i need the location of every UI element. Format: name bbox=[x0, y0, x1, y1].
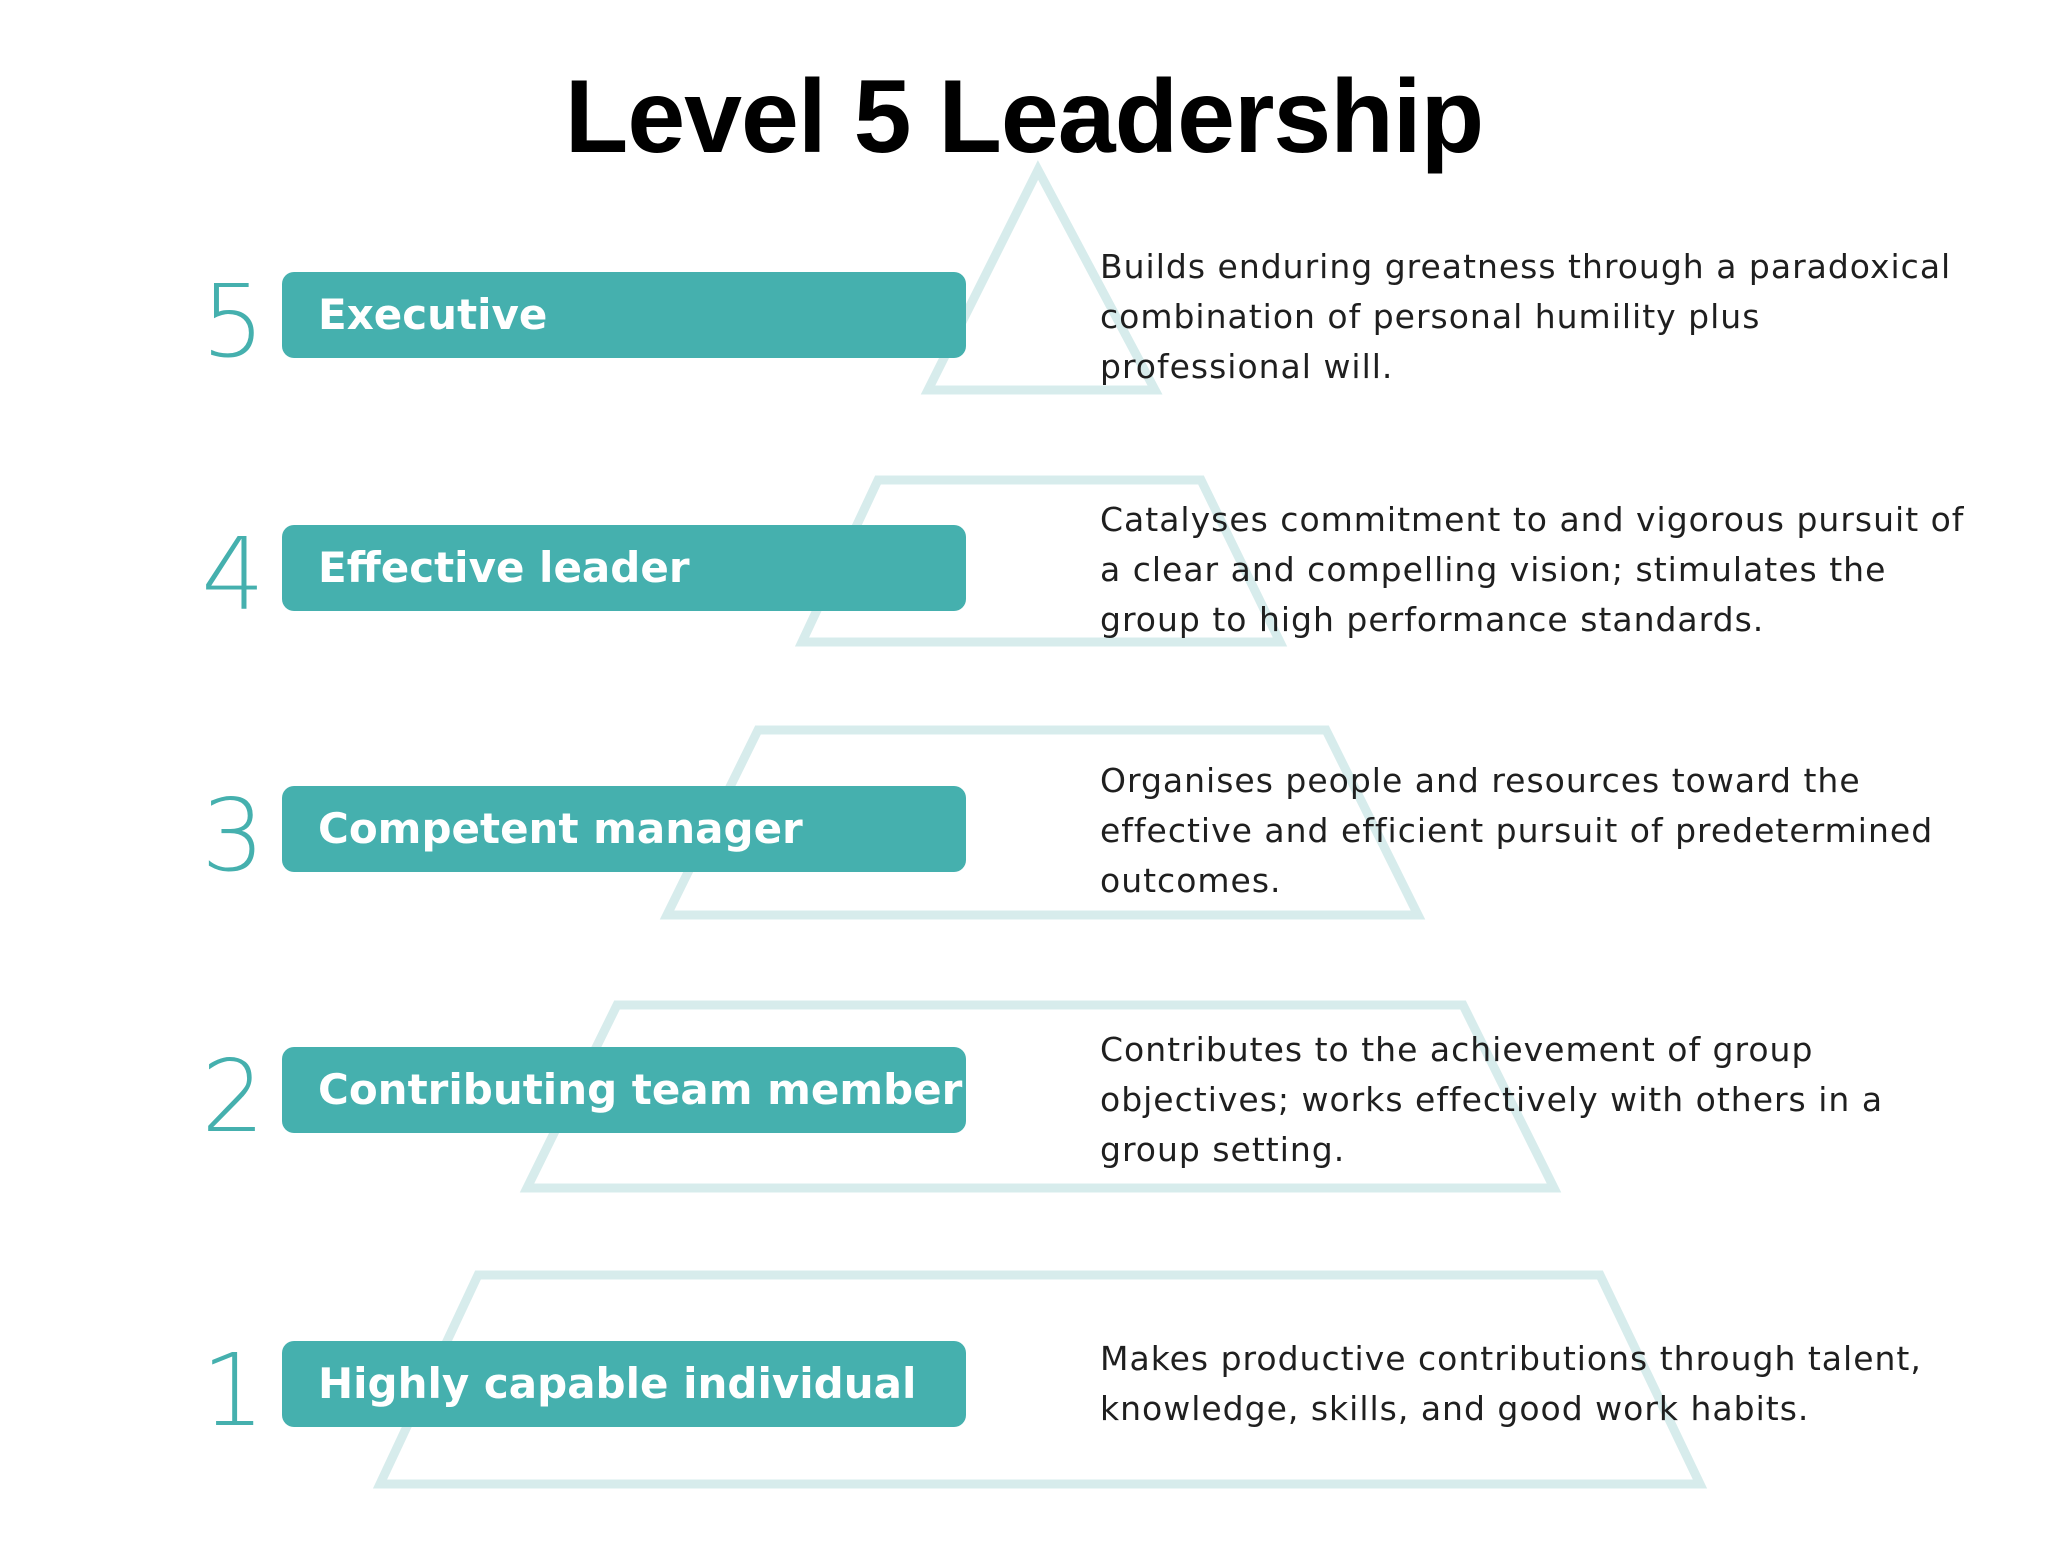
level-name-badge: Competent manager bbox=[282, 786, 966, 872]
level-description: Catalyses commitment to and vigorous pur… bbox=[1100, 500, 1965, 639]
pyramid-tier-5 bbox=[920, 160, 1163, 395]
level-number: 3 bbox=[201, 777, 265, 894]
level-number: 2 bbox=[201, 1038, 265, 1155]
level-description: Contributes to the achievement of group … bbox=[1100, 1030, 1884, 1169]
level-description: Builds enduring greatness through a para… bbox=[1100, 247, 1952, 386]
level-name-badge: Highly capable individual bbox=[282, 1341, 966, 1427]
level-name-badge: Executive bbox=[282, 272, 966, 358]
level-description: Organises people and resources toward th… bbox=[1100, 761, 1934, 900]
level-name-badge: Contributing team member bbox=[282, 1047, 966, 1133]
level-description: Makes productive contributions through t… bbox=[1100, 1339, 1922, 1428]
page-title: Level 5 Leadership bbox=[564, 59, 1484, 175]
level-name-badge: Effective leader bbox=[282, 525, 966, 611]
level-number: 5 bbox=[201, 263, 265, 380]
level-number: 1 bbox=[201, 1332, 265, 1449]
level-number: 4 bbox=[201, 516, 265, 633]
